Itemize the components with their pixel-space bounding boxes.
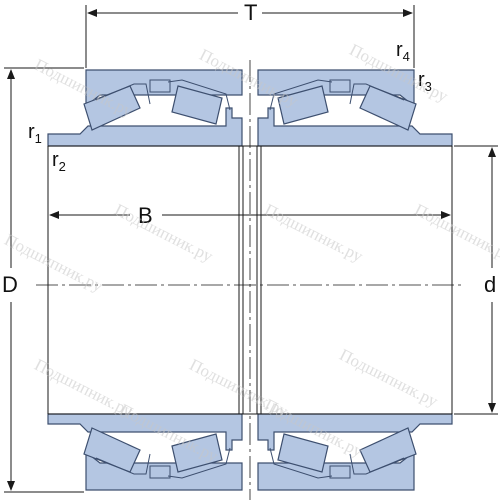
label-T: T xyxy=(244,0,258,25)
label-r4: r4 xyxy=(396,39,410,64)
label-r1: r1 xyxy=(28,121,42,146)
dimension-d xyxy=(454,145,498,415)
label-r3: r3 xyxy=(418,69,432,94)
cages-bottom xyxy=(95,447,405,479)
center-lines xyxy=(36,60,464,500)
label-r2: r2 xyxy=(52,149,66,174)
dimension-D xyxy=(4,67,84,493)
cages-top xyxy=(95,79,405,111)
dimension-T xyxy=(85,5,415,68)
outer-ring-top xyxy=(85,69,415,108)
rollers-top xyxy=(83,85,417,131)
label-D: D xyxy=(2,272,18,297)
rollers-bottom xyxy=(83,427,417,473)
inner-ring-bottom xyxy=(47,413,453,451)
label-B: B xyxy=(138,203,153,228)
label-d: d xyxy=(484,272,497,297)
